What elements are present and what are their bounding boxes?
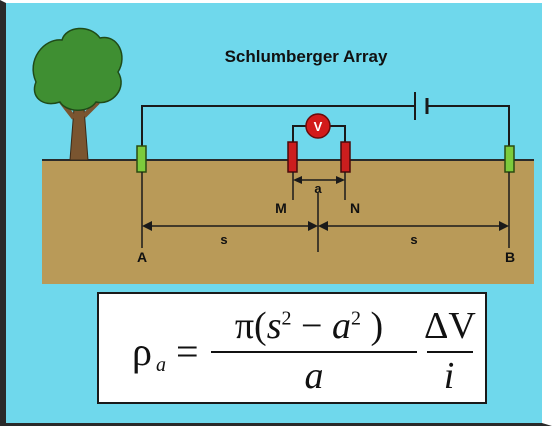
electrode-b (504, 145, 515, 173)
label-electrode-n: N (350, 200, 360, 216)
current-wire-right (427, 105, 510, 148)
formula-current: i (443, 355, 455, 397)
fraction-bar-factor (427, 351, 473, 353)
electrode-n (340, 141, 351, 173)
numerator-pi: π( (234, 305, 267, 347)
formula-rho-subscript: a (156, 354, 166, 376)
label-electrode-b: B (505, 249, 515, 265)
label-electrode-m: M (275, 200, 287, 216)
fraction-bar-main (211, 351, 417, 353)
formula-box: ρ a = π(s2 − a2 ) a ΔV i (97, 292, 487, 404)
numerator-a-exponent: 2 (350, 307, 361, 330)
numerator-a: a (331, 305, 351, 347)
label-s-left: s (220, 232, 227, 247)
voltmeter-icon: V (305, 113, 331, 139)
electrode-a (136, 145, 147, 173)
tree-icon (32, 27, 123, 161)
numerator-s-exponent: 2 (281, 307, 292, 330)
formula-rho: ρ (132, 329, 152, 374)
numerator-s: s (266, 305, 282, 347)
formula-delta-v: ΔV (424, 305, 476, 347)
label-a: a (314, 181, 322, 196)
current-wire-left (141, 105, 415, 148)
ground (42, 160, 534, 284)
voltmeter-label: V (314, 119, 323, 134)
dimension-a-arrow (293, 176, 345, 184)
dimension-s-right-arrow (318, 221, 509, 231)
diagram-title: Schlumberger Array (225, 47, 388, 66)
potential-wire-right (330, 125, 346, 144)
formula-numerator: π(s2 − a2 ) (211, 304, 407, 348)
numerator-close-paren: ) (360, 305, 384, 347)
label-electrode-a: A (137, 249, 147, 265)
formula-denominator: a (304, 355, 324, 397)
formula-equals: = (176, 329, 199, 374)
label-s-right: s (410, 232, 417, 247)
dimension-s-left-arrow (142, 221, 318, 231)
battery-icon (414, 92, 429, 120)
numerator-minus: − (291, 305, 332, 347)
electrode-m (287, 141, 298, 173)
potential-wire-left (292, 125, 306, 144)
